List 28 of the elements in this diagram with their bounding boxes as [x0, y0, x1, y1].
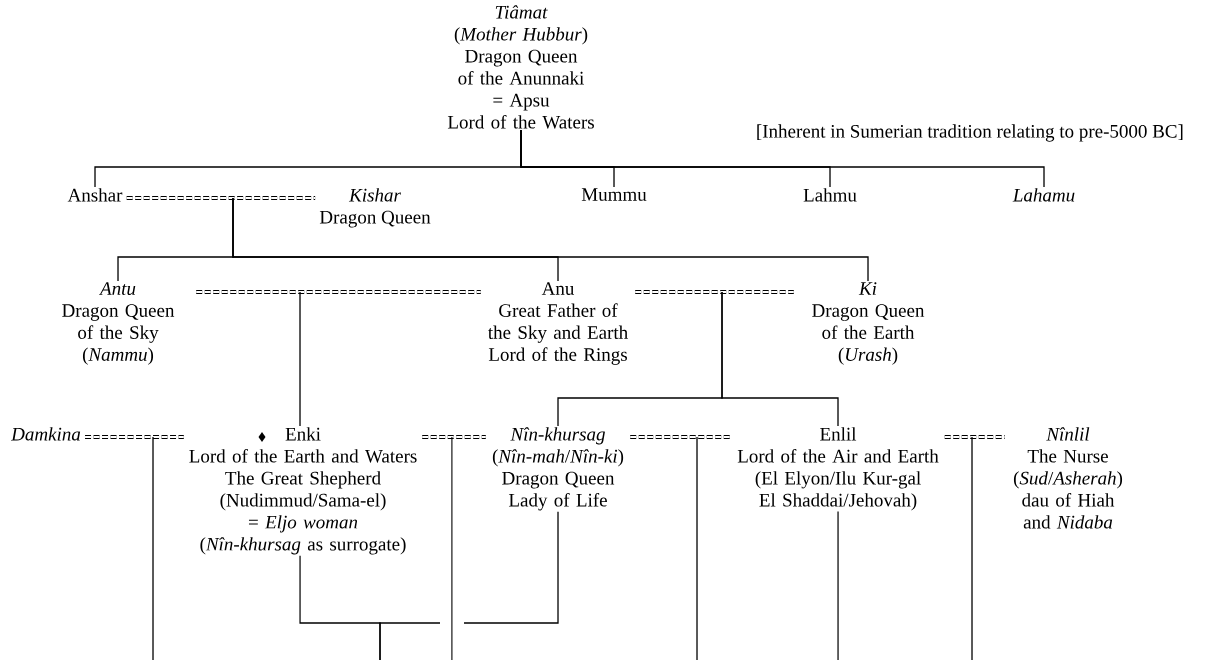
marriage-line	[422, 435, 486, 439]
descent-line	[232, 197, 869, 282]
genealogy-entry: Enki Lord of the Earth and Waters The Great Shepherd (Nudimmud/Sama-el) = Eljo woman (Nîn-khursag as surrogate)	[189, 427, 417, 555]
marriage-line	[630, 435, 732, 439]
genealogy-entry: Mummu	[581, 188, 647, 201]
marriage-line	[126, 196, 316, 200]
marriage-line	[85, 435, 184, 439]
genealogy-entry: Kishar Dragon Queen	[319, 188, 431, 228]
genealogy-entry: Nîn-khursag (Nîn-mah/Nîn-ki) Dragon Queen Lady of Life	[492, 427, 624, 511]
descent-line	[379, 511, 559, 660]
genealogy-entry: Anshar	[67, 188, 123, 202]
genealogy-entry: Nînlil The Nurse (Sud/Asherah) dau of Hiah and Nidaba	[1013, 427, 1123, 529]
genealogy-entry: Lahmu	[803, 188, 857, 202]
genealogy-entry: Tiâmat (Mother Hubbur) Dragon Queen of the Anunnaki = Apsu Lord of the Waters	[447, 5, 594, 129]
genealogy-entry: Antu Dragon Queen of the Sky (Nammu)	[62, 282, 175, 365]
genealogy-entry: Ki Dragon Queen of the Earth (Urash)	[812, 282, 925, 365]
descent-line	[520, 129, 1045, 188]
descent-line	[299, 291, 301, 427]
descent-line	[721, 291, 839, 427]
marriage-line	[635, 290, 794, 294]
descent-line	[837, 510, 839, 660]
genealogy-entry: Enlil Lord of the Air and Earth (El Elyon/Ilu Kur-gal El Shaddai/Jehovah)	[737, 427, 939, 511]
genealogy-entry: Lahamu	[1012, 188, 1075, 202]
note: [Inherent in Sumerian tradition relating to pre-5000 BC]	[757, 124, 1183, 142]
marriage-line	[944, 435, 1005, 439]
genealogy-entry: Anu Great Father of the Sky and Earth Lord of the Rings	[488, 282, 628, 365]
genealogy-entry: Damkina	[10, 427, 81, 441]
marriage-line	[196, 290, 481, 294]
